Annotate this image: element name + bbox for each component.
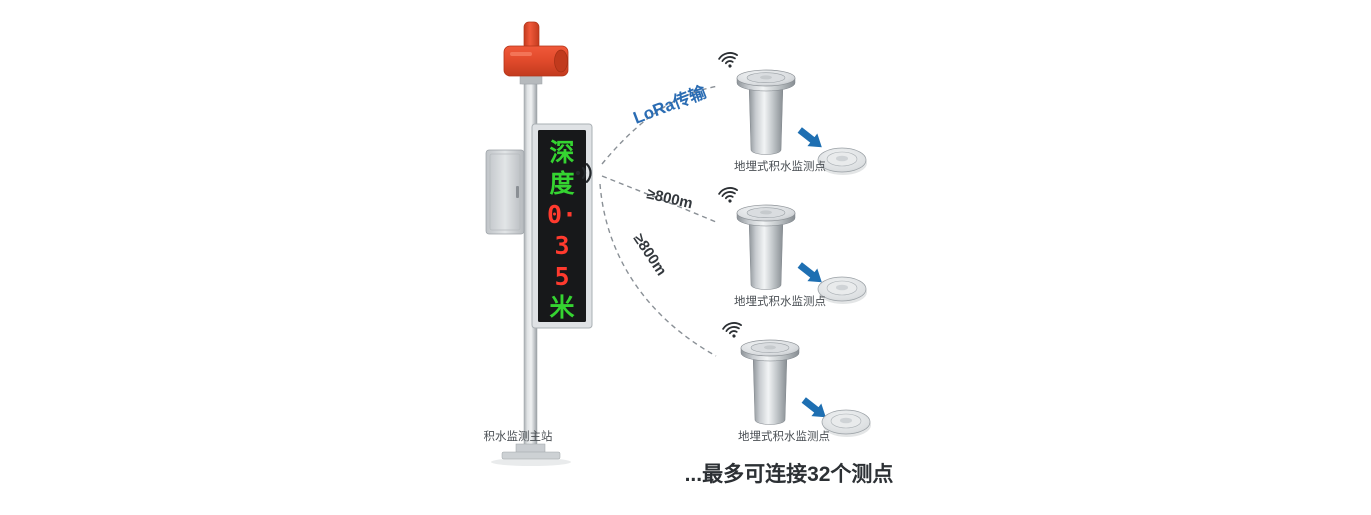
base [501, 443, 561, 460]
sensor-label: 地埋式积水监测点 [734, 160, 826, 173]
link-label-distance-2: ≥800m [630, 231, 670, 279]
display-line: 3 [554, 231, 569, 260]
link-curve-3 [599, 183, 717, 357]
sensor-unit-2: 地埋式积水监测点 [717, 185, 868, 308]
display-line: 深 [549, 138, 574, 167]
display-screen [538, 130, 586, 322]
ground-shadow [491, 458, 571, 466]
wifi-icon [717, 50, 741, 71]
lora-links: LoRa传输 ≥800m ≥800m [599, 81, 719, 357]
buried-sensor-icon [736, 204, 796, 290]
wifi-icon [721, 320, 745, 341]
display-line: 度 [549, 169, 574, 198]
buried-sensor-icon [736, 69, 796, 155]
link-label-lora: LoRa传输 [630, 81, 710, 127]
led-display: 深 度 0· 3 5 米 [531, 123, 593, 329]
buried-sensor-icon [740, 339, 800, 425]
main-station: 深 度 0· 3 5 米 积水监测主站 [484, 21, 593, 466]
horn-opening [554, 49, 568, 73]
link-curve-1 [601, 85, 719, 165]
sensor-unit-3: 地埋式积水监测点 [721, 320, 872, 443]
alarm-highlight [510, 52, 532, 56]
link-label-distance-1: ≥800m [645, 185, 694, 212]
sensor-unit-1: 地埋式积水监测点 [717, 50, 868, 176]
control-box [485, 149, 525, 235]
station-label: 积水监测主站 [484, 429, 553, 443]
display-line: 米 [549, 293, 575, 322]
wifi-icon [717, 185, 741, 206]
display-line: 5 [554, 262, 569, 291]
sensor-label: 地埋式积水监测点 [734, 295, 826, 308]
arrow-icon [794, 123, 827, 154]
display-line: 0· [547, 200, 577, 229]
alarm-beacon [503, 21, 569, 85]
footer-note: ...最多可连接32个测点 [685, 462, 894, 486]
sensor-label: 地埋式积水监测点 [738, 430, 830, 443]
link-curve-2 [601, 175, 717, 223]
